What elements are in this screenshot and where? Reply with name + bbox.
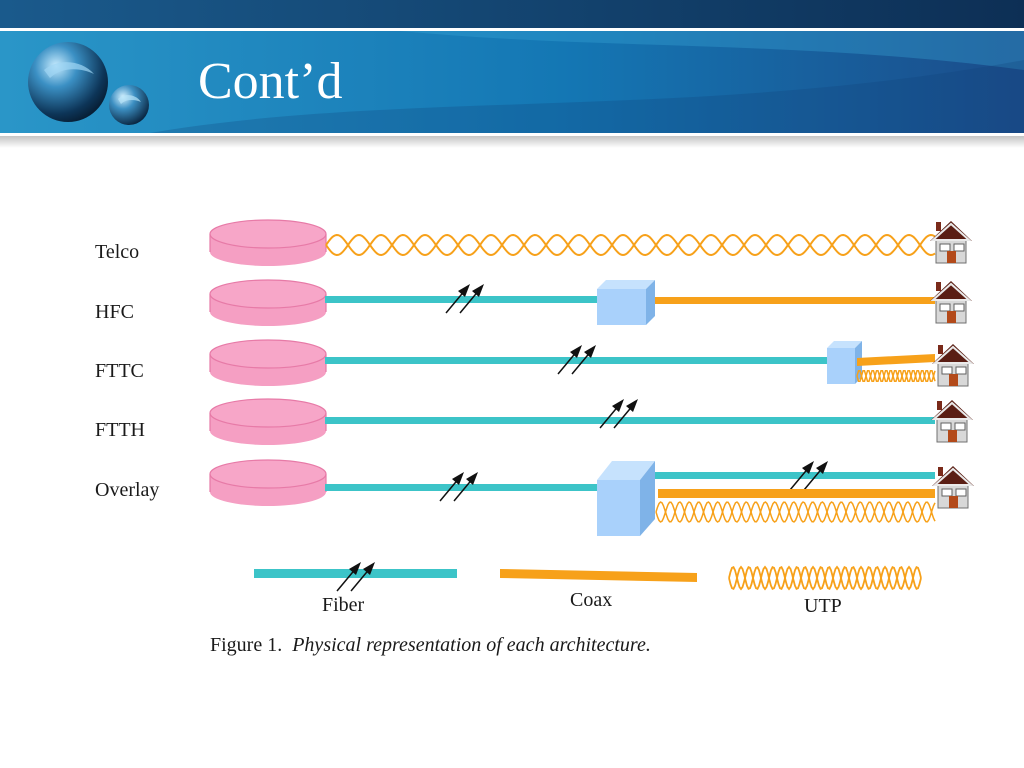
legend-coax-label: Coax [570,589,612,611]
header-background [0,0,1024,148]
legend-coax: Coax [500,569,697,611]
curb-node [827,341,862,384]
fiber-line [325,484,597,491]
home-icon [931,343,975,387]
caption-text: Physical representation of each architec… [291,634,651,656]
legend-fiber-label: Fiber [322,594,365,616]
legend-fiber: Fiber [254,561,457,616]
row-label-fttc: FTTC [95,360,144,382]
coax-line [655,297,935,304]
row-overlay [209,459,975,536]
fiber-line [325,296,597,303]
legend-utp-label: UTP [804,595,842,617]
central-office-disk [209,279,327,327]
header-banner: Cont’d [0,0,1024,150]
row-fttc [209,339,975,387]
slide-title: Cont’d [198,53,343,110]
logo-spheres-icon [28,42,149,125]
legend-utp-swatch [728,565,922,591]
central-office-disk [209,398,327,446]
caption-prefix: Figure 1. [210,634,282,656]
row-label-telco: Telco [95,241,139,263]
row-hfc [209,279,973,327]
overlay-node [597,461,655,536]
central-office-disk [209,459,327,507]
row-telco [209,219,973,267]
legend-coax-swatch [500,569,697,582]
coax-line [658,489,935,498]
utp-drop [856,370,936,382]
fiber-node [597,280,655,325]
row-label-overlay: Overlay [95,479,159,501]
legend-utp: UTP [728,565,922,617]
row-label-ftth: FTTH [95,419,145,441]
central-office-disk [209,219,327,267]
home-icon [929,280,973,324]
row-label-hfc: HFC [95,301,134,323]
home-icon [931,465,975,509]
home-icon [930,399,974,443]
figure-caption: Figure 1. Physical representation of each… [210,634,651,656]
fiber-line [325,357,827,364]
coax-drop [857,354,935,366]
home-icon [929,220,973,264]
central-office-disk [209,339,327,387]
row-ftth [209,398,974,446]
utp-line [655,501,936,523]
fiber-line [655,472,935,479]
fiber-line [325,417,935,424]
legend: Fiber Coax UTP [254,561,922,617]
utp-line [325,233,936,257]
